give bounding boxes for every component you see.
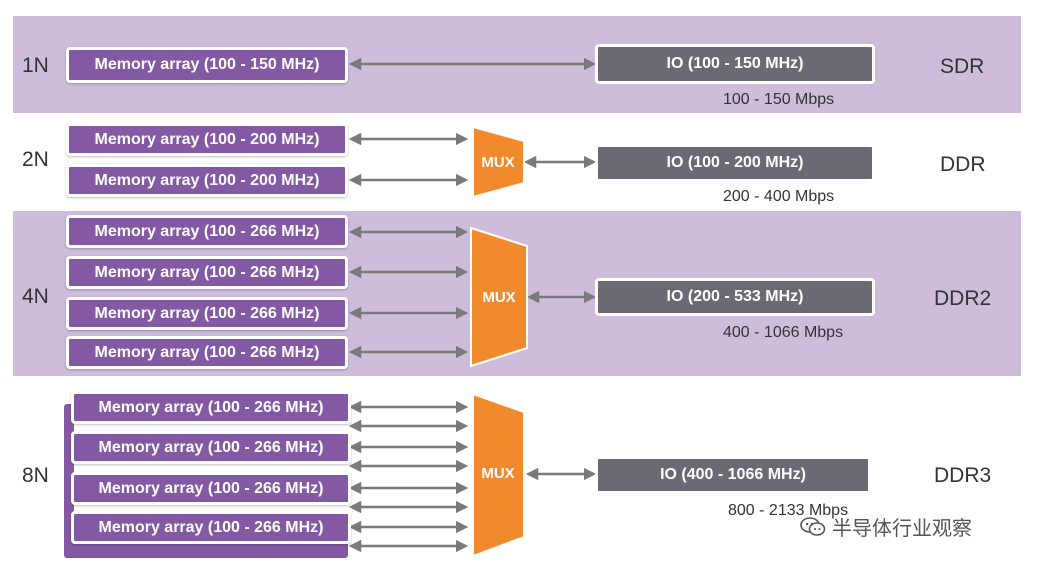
memory-array: Memory array (100 - 266 MHz) bbox=[71, 391, 351, 424]
row-label-2n: 2N bbox=[22, 148, 49, 171]
wechat-icon bbox=[800, 516, 826, 536]
row-label-8n: 8N bbox=[22, 464, 49, 487]
mux-label: MUX bbox=[481, 154, 514, 171]
memory-array: Memory array (100 - 266 MHz) bbox=[66, 336, 348, 369]
mux-ddr2 bbox=[470, 226, 528, 368]
memory-array: Memory array (100 - 266 MHz) bbox=[71, 431, 351, 464]
data-rate: 200 - 400 Mbps bbox=[723, 188, 835, 205]
data-rate: 400 - 1066 Mbps bbox=[723, 324, 844, 341]
memory-array: Memory array (100 - 150 MHz) bbox=[66, 47, 348, 83]
mux-label: MUX bbox=[482, 289, 515, 306]
standard-ddr3: DDR3 bbox=[934, 464, 992, 487]
watermark: 半导体行业观察 bbox=[800, 512, 972, 541]
memory-array: Memory array (100 - 200 MHz) bbox=[66, 164, 348, 197]
data-rate: 100 - 150 Mbps bbox=[723, 91, 835, 108]
row-label-1n: 1N bbox=[22, 54, 49, 77]
memory-array: Memory array (100 - 266 MHz) bbox=[66, 256, 348, 289]
mux-ddr bbox=[472, 125, 525, 199]
io-block: IO (200 - 533 MHz) bbox=[595, 278, 875, 316]
memory-array: Memory array (100 - 266 MHz) bbox=[71, 511, 351, 544]
data-rate: 800 - 2133 Mbps bbox=[728, 502, 849, 519]
standard-sdr: SDR bbox=[940, 55, 985, 78]
memory-array: Memory array (100 - 266 MHz) bbox=[66, 297, 348, 330]
standard-ddr: DDR bbox=[940, 153, 986, 176]
row-label-4n: 4N bbox=[22, 285, 49, 308]
memory-array: Memory array (100 - 266 MHz) bbox=[71, 472, 351, 505]
io-block: IO (100 - 150 MHz) bbox=[595, 44, 875, 84]
memory-stack-shadow bbox=[64, 404, 74, 556]
memory-array: Memory array (100 - 200 MHz) bbox=[66, 123, 348, 156]
memory-stack-shadow bbox=[64, 540, 348, 558]
memory-array: Memory array (100 - 266 MHz) bbox=[66, 215, 348, 248]
mux-label: MUX bbox=[481, 465, 514, 482]
mux-ddr3 bbox=[472, 392, 525, 558]
io-block: IO (400 - 1066 MHz) bbox=[595, 456, 871, 494]
watermark-text: 半导体行业观察 bbox=[832, 516, 972, 540]
standard-ddr2: DDR2 bbox=[934, 287, 992, 310]
io-block: IO (100 - 200 MHz) bbox=[595, 144, 875, 182]
